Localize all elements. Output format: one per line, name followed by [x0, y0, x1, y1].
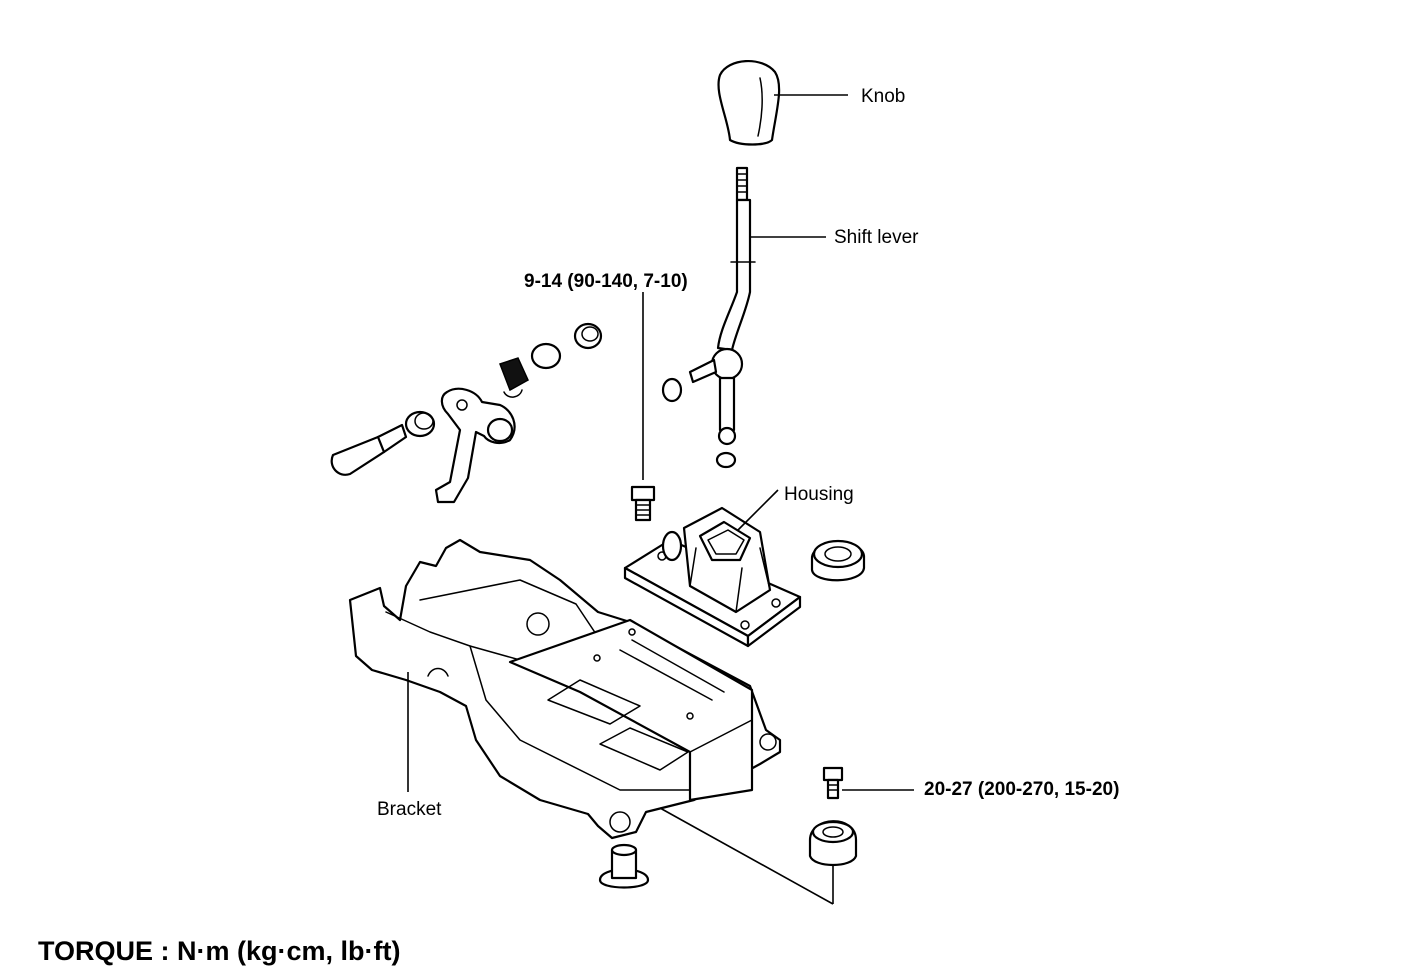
bracket-part: [348, 538, 782, 840]
linkage-parts: [330, 322, 603, 504]
torque-units-legend: TORQUE : N·m (kg·cm, lb·ft): [38, 936, 401, 966]
bracket-label: Bracket: [377, 799, 442, 820]
housing-part: [623, 489, 802, 648]
housing-bolt-part: [630, 292, 656, 522]
bracket-bolt-torque-spec: 20-27 (200-270, 15-20): [924, 779, 1120, 800]
bracket-bolt-part: [822, 766, 914, 800]
rubber-mount-part: [659, 807, 858, 905]
knob-part: [717, 59, 848, 146]
spacer-part: [598, 843, 650, 889]
knob-label: Knob: [861, 86, 906, 107]
shift-lever-label: Shift lever: [834, 227, 919, 248]
grommet-part: [810, 539, 866, 582]
shift-lever-part: [661, 166, 826, 469]
housing-bolt-torque-spec: 9-14 (90-140, 7-10): [524, 271, 688, 292]
housing-label: Housing: [784, 484, 854, 505]
